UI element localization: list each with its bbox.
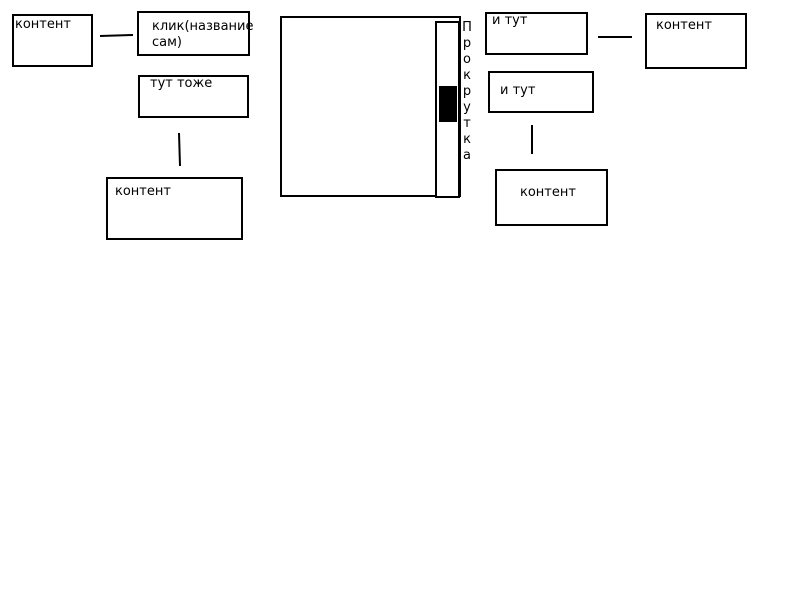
scrollbar-label-letter: р [462, 36, 472, 51]
scrollbar-label-letter: у [463, 100, 471, 115]
scrollbar-label-letter: т [463, 116, 471, 131]
content-box-label: контент [520, 185, 576, 200]
content-box-label: контент [115, 184, 171, 199]
click-button[interactable]: клик(название сам) [137, 11, 254, 56]
content-box-top-left: контент [12, 14, 93, 67]
content-box-label: контент [656, 18, 712, 33]
content-box-bottom-left: контент [106, 177, 243, 240]
connector-content-to-click [99, 34, 134, 37]
and-here-button-top[interactable]: и тут [485, 12, 588, 55]
scroll-content-area[interactable] [280, 16, 461, 197]
content-box-top-right: контент [645, 13, 747, 69]
scrollbar-label-letter: о [463, 52, 471, 67]
here-too-button[interactable]: тут тоже [138, 75, 249, 118]
content-box-bottom-right: контент [495, 169, 608, 226]
scrollbar[interactable] [435, 21, 460, 198]
scrollbar-label-letter: к [463, 132, 471, 147]
scrollbar-label-letter: к [463, 68, 471, 83]
scrollbar-label-letter: р [462, 84, 472, 99]
content-box-label: контент [15, 17, 71, 32]
connector-here-too-to-content [178, 132, 181, 167]
scrollbar-label-letter: а [463, 148, 471, 163]
and-here-label: и тут [500, 83, 536, 98]
here-too-label: тут тоже [150, 76, 213, 91]
and-here-button-middle[interactable]: и тут [488, 71, 594, 113]
click-button-label: клик(название сам) [152, 19, 254, 50]
and-here-label: и тут [492, 13, 528, 28]
scrollbar-label-letter: П [462, 20, 472, 35]
scrollbar-thumb[interactable] [439, 86, 457, 122]
